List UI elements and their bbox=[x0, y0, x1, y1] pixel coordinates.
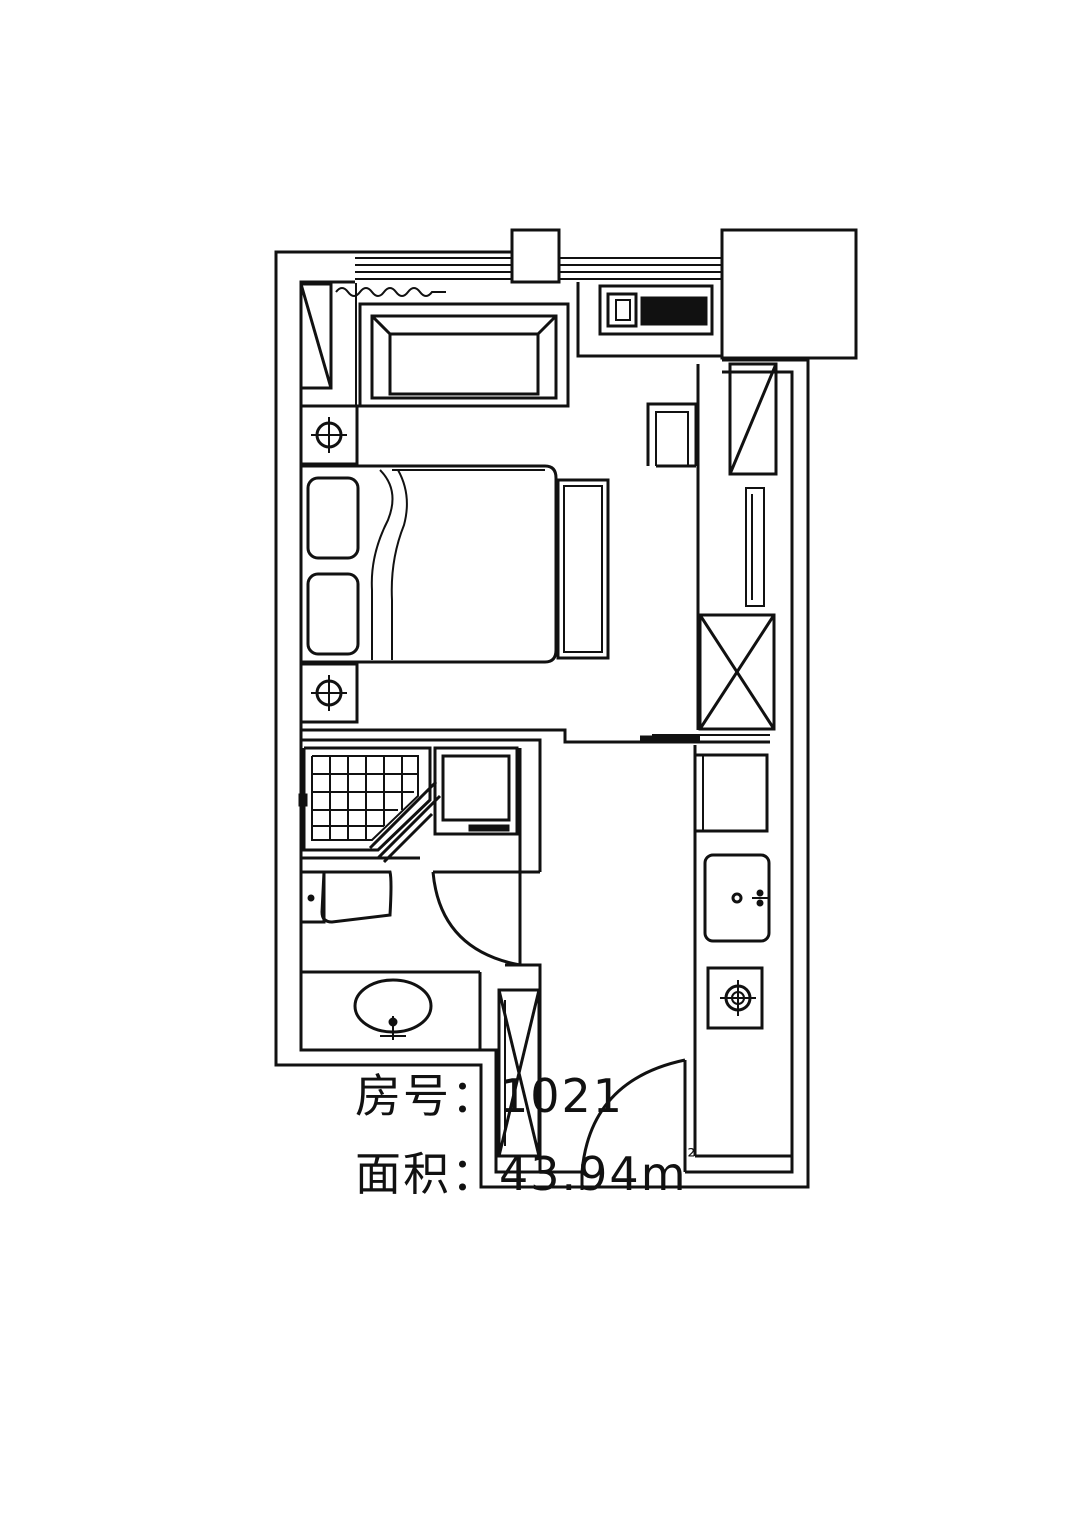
bed bbox=[299, 464, 558, 664]
room-number-value: 1021 bbox=[499, 1069, 625, 1123]
room-area-unit-sup: ² bbox=[687, 1144, 698, 1168]
room-area-unit: m bbox=[640, 1147, 688, 1201]
bathroom-door bbox=[431, 870, 542, 1172]
top-window bbox=[355, 257, 722, 280]
stove bbox=[706, 966, 764, 1030]
curtain bbox=[335, 287, 446, 297]
toilet bbox=[299, 870, 393, 924]
column-pillar bbox=[510, 228, 561, 284]
outer-wall bbox=[274, 230, 858, 1189]
wardrobe bbox=[299, 282, 333, 390]
sofa bbox=[358, 302, 570, 408]
partition-wall bbox=[301, 728, 770, 872]
shower bbox=[298, 746, 442, 864]
kitchen-counter bbox=[693, 745, 792, 1158]
room-area: 面积：43.94m² bbox=[355, 1138, 698, 1204]
refrigerator bbox=[693, 753, 769, 833]
room-number: 房号：1021 bbox=[355, 1060, 624, 1126]
entrance-door bbox=[580, 1058, 687, 1190]
cabinet bbox=[698, 613, 776, 731]
ac-unit bbox=[598, 284, 714, 336]
chair bbox=[646, 402, 698, 468]
bed-bench bbox=[556, 478, 610, 660]
balcony-block bbox=[720, 228, 858, 360]
nightstand-top bbox=[299, 404, 359, 466]
washing-machine bbox=[433, 746, 519, 836]
room-number-label: 房号： bbox=[355, 1069, 499, 1123]
washbasin bbox=[301, 970, 482, 1050]
entry-closet bbox=[497, 988, 541, 1158]
room-area-label: 面积： bbox=[355, 1147, 499, 1201]
sink bbox=[703, 853, 771, 943]
room-area-value: 43.94 bbox=[499, 1147, 641, 1201]
nightstand-bottom bbox=[299, 662, 359, 724]
desk-column bbox=[696, 362, 778, 730]
